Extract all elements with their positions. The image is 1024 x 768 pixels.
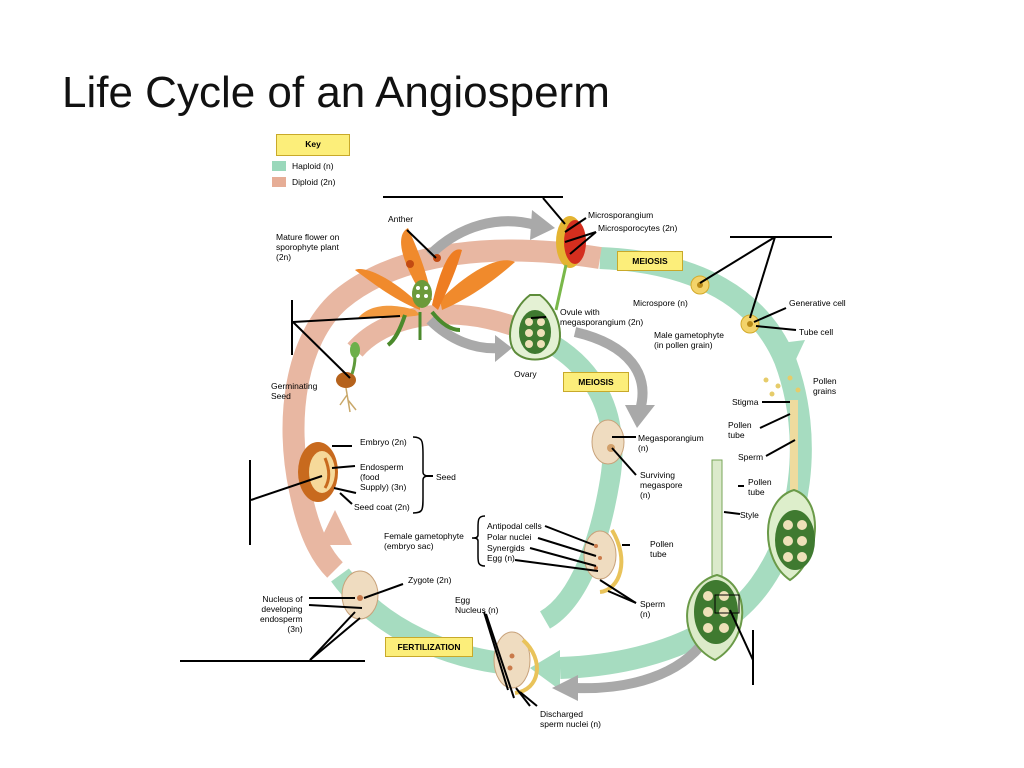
generative-cell-label: Generative cell bbox=[789, 298, 846, 308]
diploid-swatch bbox=[272, 177, 286, 187]
gray-arrow-bottom bbox=[574, 636, 710, 694]
seed-label: Seed bbox=[436, 472, 456, 482]
meiosis-mid-box: MEIOSIS bbox=[563, 372, 629, 392]
pistil-drawing bbox=[767, 400, 816, 582]
seed-brace bbox=[412, 436, 431, 514]
style-label: Style bbox=[740, 510, 759, 520]
page-title: Life Cycle of an Angiosperm bbox=[62, 68, 610, 117]
stigma-label: Stigma bbox=[732, 397, 759, 407]
seed-coat-label: Seed coat (2n) bbox=[354, 502, 410, 512]
haploid-swatch bbox=[272, 161, 286, 171]
sperm-label-1: Sperm bbox=[738, 452, 764, 462]
inner-haploid-band bbox=[539, 331, 623, 629]
gray-arrow-mega bbox=[573, 327, 648, 412]
zygote-label: Zygote (2n) bbox=[408, 575, 452, 585]
flower-drawing bbox=[355, 228, 515, 347]
key-diploid-label: Diploid (2n) bbox=[292, 177, 336, 187]
fertilization-box: FERTILIZATION bbox=[385, 637, 473, 657]
megasporangium-label: Megasporangium(n) bbox=[638, 433, 704, 453]
gray-arrowhead-ovule bbox=[495, 335, 512, 362]
gray-arrowhead-mega bbox=[625, 405, 655, 428]
gray-arrow-ovule bbox=[426, 316, 501, 354]
seed-drawing bbox=[298, 442, 338, 502]
anther-label: Anther bbox=[388, 214, 414, 224]
polar-nuclei-label: Polar nuclei bbox=[487, 532, 532, 542]
female-gametophyte-brace bbox=[471, 515, 486, 567]
haploid-arrow-head-1 bbox=[765, 340, 805, 372]
diploid-arrow-head bbox=[318, 510, 352, 545]
gray-arrow-anther bbox=[426, 216, 537, 259]
nucleus-endosperm-label: Nucleus of developing endosperm (3n) bbox=[260, 594, 303, 634]
microspore-label: Microspore (n) bbox=[633, 298, 688, 308]
antipodal-label: Antipodal cells bbox=[487, 521, 542, 531]
synergids-label: Synergids bbox=[487, 543, 525, 553]
ovary-label: Ovary bbox=[514, 369, 537, 379]
embryo-label: Embryo (2n) bbox=[360, 437, 407, 447]
microsporangium-label: Microsporangium bbox=[588, 210, 654, 220]
male-gametophyte-label: Male gametophyte(in pollen grain) bbox=[654, 330, 724, 350]
microsporocytes-label: Microsporocytes (2n) bbox=[598, 223, 678, 233]
key-haploid-label: Haploid (n) bbox=[292, 161, 334, 171]
female-gametophyte-label: Female gametophyte(embryo sac) bbox=[384, 531, 464, 551]
haploid-band bbox=[559, 247, 812, 679]
gray-arrowhead-bottom bbox=[552, 675, 578, 701]
leader-lines bbox=[180, 196, 832, 707]
pollen-grains-dots bbox=[763, 375, 801, 397]
egg-label: Egg (n) bbox=[487, 553, 515, 563]
haploid-arrow-head-2 bbox=[530, 650, 560, 690]
gray-arrowhead-anther bbox=[530, 210, 555, 240]
pistil-large-drawing bbox=[686, 459, 744, 662]
germinating-seed-drawing bbox=[336, 342, 360, 413]
ovule-drawing bbox=[509, 294, 561, 361]
anther-drawing bbox=[554, 216, 586, 311]
embryo-sac-drawing bbox=[583, 528, 624, 594]
key-heading: Key bbox=[276, 134, 350, 156]
sperm-label-2: Sperm(n) bbox=[640, 599, 666, 619]
meiosis-top-box: MEIOSIS bbox=[617, 251, 683, 271]
tube-cell-label: Tube cell bbox=[799, 327, 834, 337]
